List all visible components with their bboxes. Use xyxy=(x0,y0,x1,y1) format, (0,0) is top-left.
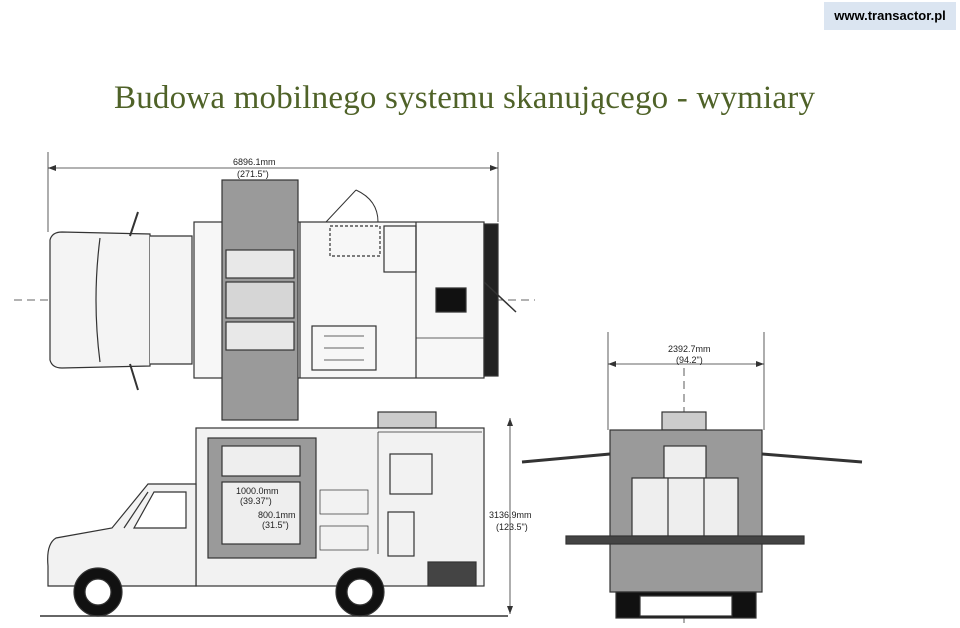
length-in-label: (271.5") xyxy=(237,169,269,179)
height-in-label: (123.5") xyxy=(496,522,528,532)
boom-height-mm-label: 1000.0mm xyxy=(236,486,279,496)
width-in-label: (94.2") xyxy=(676,355,703,365)
slide-title: Budowa mobilnego systemu skanującego - w… xyxy=(114,80,816,116)
height-mm-label: 3136.9mm xyxy=(489,510,532,520)
length-mm-label: 6896.1mm xyxy=(233,157,276,167)
top-view xyxy=(14,152,535,421)
boom-height-in-label: (39.37") xyxy=(240,496,272,506)
boom-width-in-label: (31.5") xyxy=(262,520,289,530)
side-view xyxy=(40,411,513,617)
boom-width-mm-label: 800.1mm xyxy=(258,510,296,520)
width-mm-label: 2392.7mm xyxy=(668,344,711,354)
rear-view xyxy=(521,332,863,628)
website-url[interactable]: www.transactor.pl xyxy=(824,2,956,30)
